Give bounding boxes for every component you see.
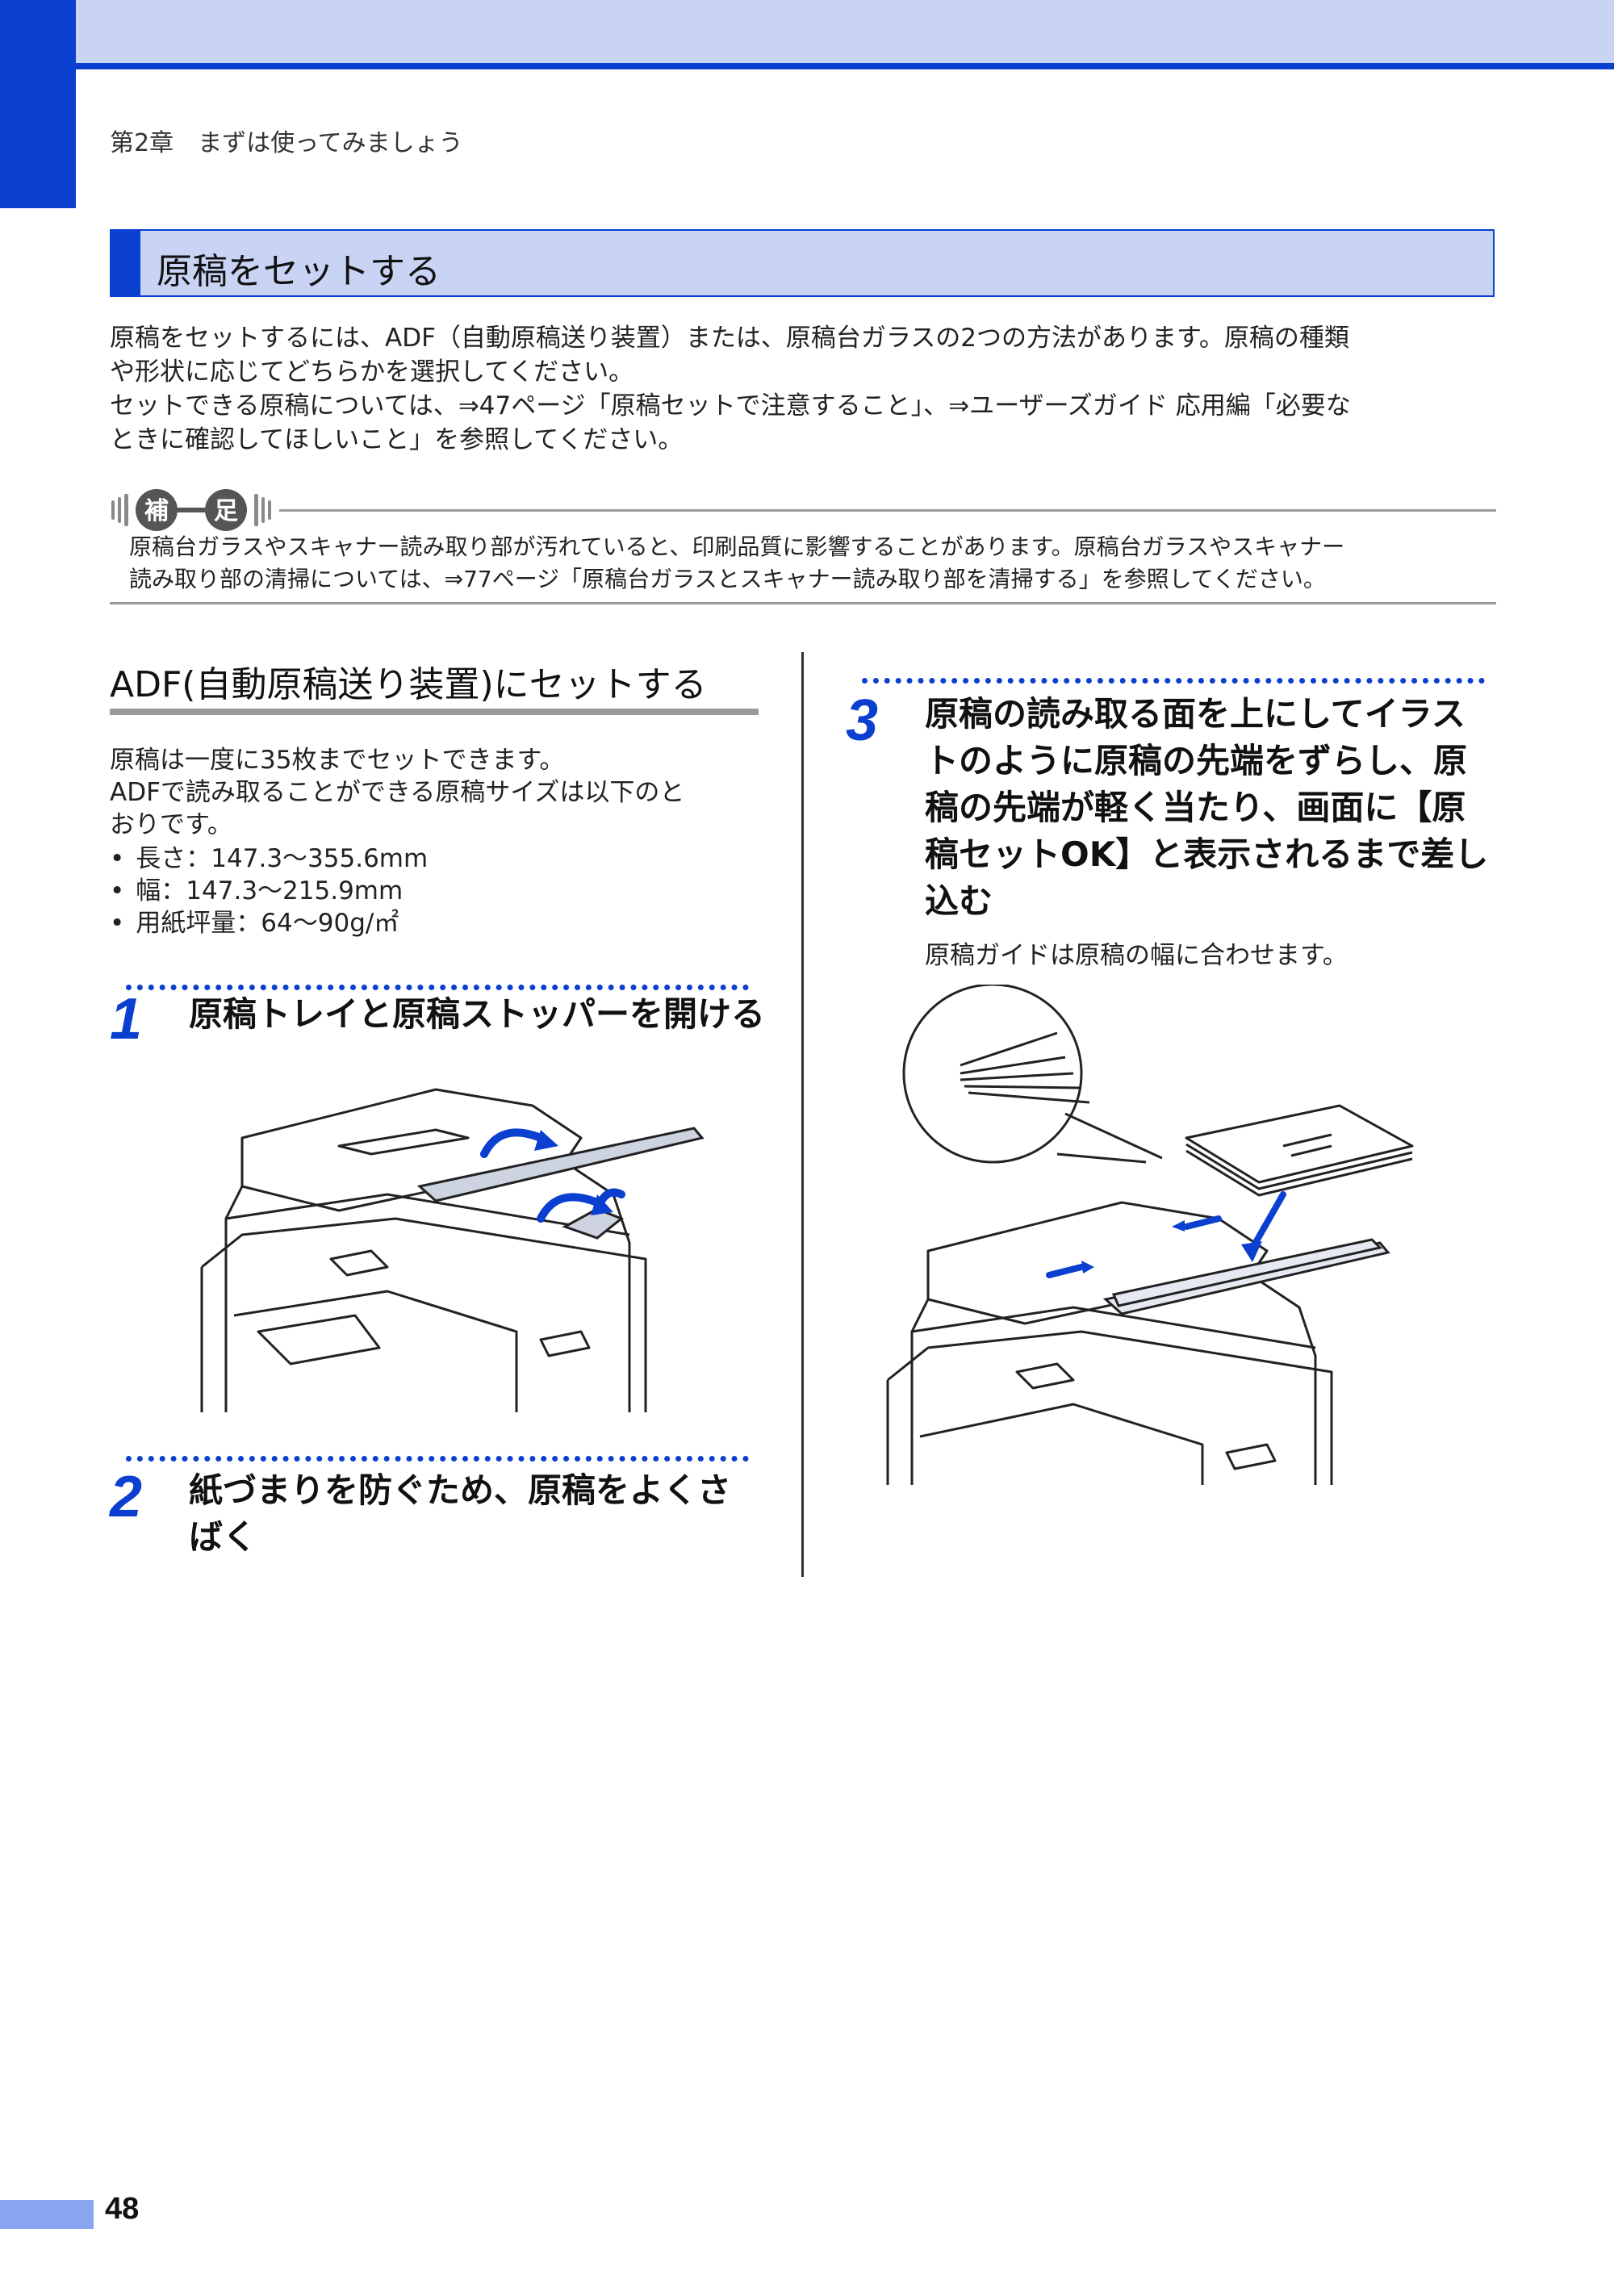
step-3-illustration — [886, 985, 1414, 1485]
header-band — [0, 0, 1614, 63]
step-2-number: 2 — [110, 1465, 143, 1529]
step-3-line: 込む — [925, 881, 993, 921]
list-item: 長さ：147.3～355.6mm — [110, 843, 771, 875]
section-accent-bar — [111, 231, 140, 295]
step-2-line: 紙づまりを防ぐため、原稿をよくさ — [189, 1470, 732, 1510]
step-3-line: 稿の先端が軽く当たり、画面に【原 — [925, 788, 1466, 827]
step-1-illustration — [200, 1088, 705, 1412]
step-3-divider — [862, 678, 1485, 684]
step-1-text: 原稿トレイと原稿ストッパーを開ける — [189, 994, 766, 1034]
step-2-text: 紙づまりを防ぐため、原稿をよくさ ばく — [189, 1467, 770, 1561]
adf-line: 原稿は一度に35枚までセットできます。 — [110, 746, 565, 775]
note-rule-top — [279, 509, 1496, 512]
step-3-number: 3 — [846, 688, 879, 753]
list-item: 用紙坪量：64～90g/㎡ — [110, 907, 771, 939]
section-title-box: 原稿をセットする — [110, 229, 1495, 297]
adf-description: 原稿は一度に35枚までセットできます。 ADFで読み取ることができる原稿サイズは… — [110, 744, 771, 841]
list-item: 幅：147.3～215.9mm — [110, 875, 771, 907]
adf-line: おりです。 — [110, 810, 232, 839]
step-3-line: 原稿の読み取る面を上にしてイラス — [925, 694, 1466, 734]
note-line: 読み取り部の清掃については、⇒77ページ「原稿台ガラスとスキャナー読み取り部を清… — [129, 566, 1326, 592]
page-number: 48 — [105, 2192, 140, 2226]
step-1-divider — [126, 985, 749, 991]
chapter-label: 第2章 まずは使ってみましょう — [110, 129, 463, 157]
note-line: 原稿台ガラスやスキャナー読み取り部が汚れていると、印刷品質に影響することがありま… — [129, 533, 1345, 560]
note-badge-char: 補 — [144, 497, 169, 525]
size-list: 長さ：147.3～355.6mm 幅：147.3～215.9mm 用紙坪量：64… — [110, 843, 771, 939]
chapter-tab — [0, 0, 76, 208]
intro-line: 原稿をセットするには、ADF（自動原稿送り装置）または、原稿台ガラスの2つの方法… — [110, 324, 1349, 353]
adf-heading: ADF(自動原稿送り装置)にセットする — [110, 664, 707, 705]
step-2-line: ばく — [189, 1517, 257, 1557]
step-3-line: 稿セットOK】と表示されるまで差し — [925, 834, 1489, 874]
step-3-text: 原稿の読み取る面を上にしてイラス トのように原稿の先端をずらし、原 稿の先端が軽… — [925, 691, 1506, 925]
adf-heading-rule — [110, 709, 759, 715]
section-title: 原稿をセットする — [157, 251, 441, 292]
page-tab — [0, 2200, 94, 2229]
intro-line: セットできる原稿については、⇒47ページ「原稿セットで注意すること」、⇒ユーザー… — [110, 391, 1351, 420]
intro-line: や形状に応じてどちらかを選択してください。 — [110, 358, 634, 387]
note-rule-bottom — [110, 602, 1496, 604]
step-1-number: 1 — [110, 987, 143, 1052]
column-divider — [801, 652, 804, 1577]
adf-line: ADFで読み取ることができる原稿サイズは以下のと — [110, 778, 685, 807]
section-intro: 原稿をセットするには、ADF（自動原稿送り装置）または、原稿台ガラスの2つの方法… — [110, 321, 1498, 457]
header-rule — [0, 63, 1614, 69]
note-text: 原稿台ガラスやスキャナー読み取り部が汚れていると、印刷品質に影響することがありま… — [129, 531, 1493, 596]
step-3-subtext: 原稿ガイドは原稿の幅に合わせます。 — [925, 941, 1348, 970]
supplement-badge-icon: 補 足 — [111, 489, 271, 531]
step-2-divider — [126, 1456, 749, 1462]
step-3-line: トのように原稿の先端をずらし、原 — [925, 741, 1468, 780]
note-badge-char: 足 — [214, 497, 238, 525]
intro-line: ときに確認してほしいこと」を参照してください。 — [110, 425, 684, 454]
